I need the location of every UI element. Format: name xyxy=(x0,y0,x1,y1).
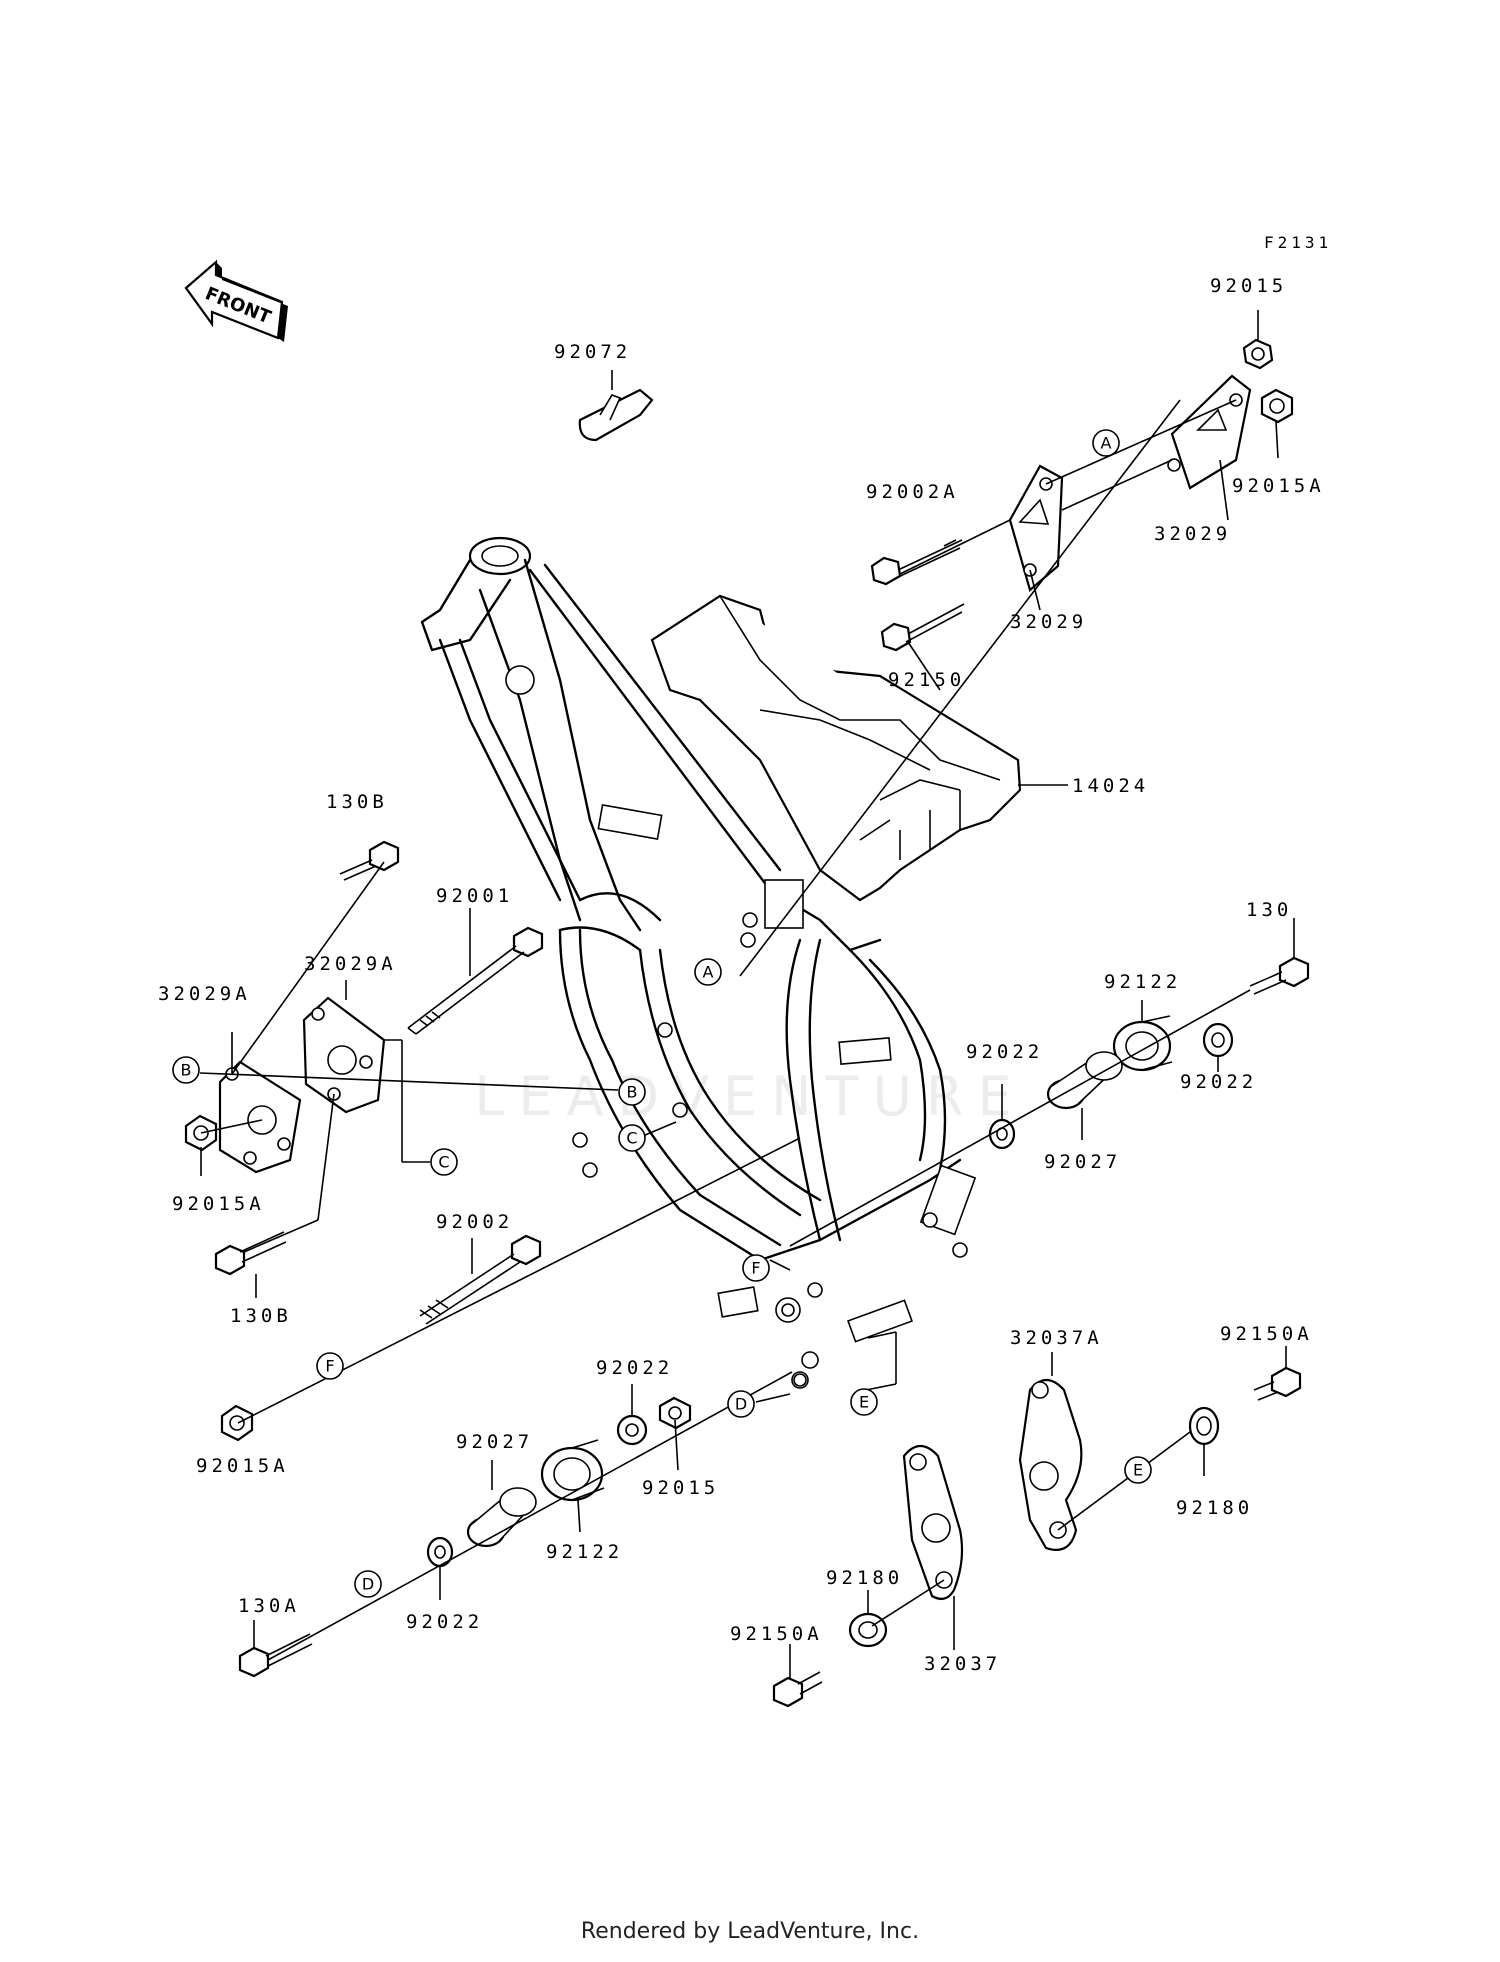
callout-B-frame: B xyxy=(618,1078,646,1106)
label-130B-top: 130B xyxy=(326,791,388,813)
part-92022-washer-right xyxy=(1202,1022,1234,1058)
svg-text:B: B xyxy=(181,1061,192,1080)
part-92150A-bolt-mid xyxy=(772,1671,823,1708)
label-92015-mid: 92015 xyxy=(642,1477,719,1499)
part-92015-nut xyxy=(1242,338,1274,370)
callout-E-frame: E xyxy=(850,1388,878,1416)
part-32029-plate-left xyxy=(1008,464,1064,592)
part-92122-collar-right xyxy=(1112,1015,1173,1072)
label-130A: 130A xyxy=(238,1595,300,1617)
part-92122-collar-mid xyxy=(540,1439,605,1502)
part-92150A-bolt-right xyxy=(1253,1366,1302,1401)
label-92001: 92001 xyxy=(436,885,513,907)
part-92015A-nut xyxy=(1260,388,1294,424)
callout-D-frame: D xyxy=(727,1390,755,1418)
label-92150A-right: 92150A xyxy=(1220,1323,1313,1345)
label-92027-right: 92027 xyxy=(1044,1151,1121,1173)
diagram-code: F2131 xyxy=(1264,233,1332,252)
callout-E-right: E xyxy=(1124,1456,1152,1484)
label-32029-left: 32029 xyxy=(1010,611,1087,633)
part-32029A-plate-right xyxy=(302,996,386,1114)
part-32037A-bracket xyxy=(1018,1378,1083,1551)
svg-text:B: B xyxy=(627,1083,638,1102)
callout-F-left: F xyxy=(316,1352,344,1380)
part-32037-bracket xyxy=(902,1444,964,1601)
svg-text:F: F xyxy=(325,1357,334,1376)
label-32029-right: 32029 xyxy=(1154,523,1231,545)
svg-text:A: A xyxy=(1101,434,1112,453)
label-32029A-left: 32029A xyxy=(158,983,251,1005)
part-130B-bolt-top xyxy=(339,840,400,881)
part-92002-bolt xyxy=(419,1234,542,1325)
part-92150-bolt xyxy=(880,603,965,652)
part-92022-washer-mid xyxy=(616,1414,648,1446)
label-92015A-left: 92015A xyxy=(172,1193,265,1215)
svg-text:E: E xyxy=(1133,1461,1143,1480)
label-92180-mid: 92180 xyxy=(826,1567,903,1589)
svg-text:C: C xyxy=(438,1153,449,1172)
part-92180-washer-right xyxy=(1188,1406,1220,1446)
label-92022-right-b: 92022 xyxy=(1180,1071,1257,1093)
label-92150: 92150 xyxy=(888,669,965,691)
label-92015-top: 92015 xyxy=(1210,275,1287,297)
part-92027-spacer-mid xyxy=(466,1487,537,1548)
label-32037: 32037 xyxy=(924,1653,1001,1675)
label-92022-bottom: 92022 xyxy=(406,1611,483,1633)
label-130: 130 xyxy=(1246,899,1292,921)
label-92002: 92002 xyxy=(436,1211,513,1233)
svg-text:F: F xyxy=(751,1259,760,1278)
part-130B-bolt-bottom xyxy=(214,1231,287,1276)
svg-text:D: D xyxy=(735,1395,747,1414)
label-92015A-top: 92015A xyxy=(1232,475,1325,497)
leader-lines xyxy=(199,399,1295,1678)
part-32029A-plate-left xyxy=(218,1060,302,1174)
label-92022-right-a: 92022 xyxy=(966,1041,1043,1063)
part-130-bolt xyxy=(1249,956,1310,995)
callout-F-frame: F xyxy=(742,1254,770,1282)
label-92027-mid: 92027 xyxy=(456,1431,533,1453)
callout-D-bottom: D xyxy=(354,1570,382,1598)
motorcycle-frame xyxy=(420,536,977,1389)
callout-A-frame: A xyxy=(694,958,722,986)
label-92015A-bottom: 92015A xyxy=(196,1455,289,1477)
label-130B-bottom: 130B xyxy=(230,1305,292,1327)
label-92122-mid: 92122 xyxy=(546,1541,623,1563)
callout-B-left: B xyxy=(172,1056,200,1084)
part-92022-washer-bottom xyxy=(426,1536,454,1568)
front-arrow-icon: FRONT xyxy=(184,259,288,342)
label-92122-right: 92122 xyxy=(1104,971,1181,993)
svg-text:E: E xyxy=(859,1393,869,1412)
label-32037A: 32037A xyxy=(1010,1327,1103,1349)
label-92072: 92072 xyxy=(554,341,631,363)
label-92022-mid: 92022 xyxy=(596,1357,673,1379)
callout-A-top: A xyxy=(1092,429,1120,457)
label-92002A: 92002A xyxy=(866,481,959,503)
label-92180-right: 92180 xyxy=(1176,1497,1253,1519)
part-92015-nut-mid xyxy=(658,1396,692,1430)
part-92002A-bolt xyxy=(870,539,963,586)
part-92027-spacer-right xyxy=(1046,1051,1123,1110)
svg-text:A: A xyxy=(703,963,714,982)
label-14024: 14024 xyxy=(1072,775,1149,797)
part-92072-clamp xyxy=(578,388,654,442)
part-92015A-nut-bottom xyxy=(220,1404,254,1442)
footer-credit: Rendered by LeadVenture, Inc. xyxy=(581,1919,919,1944)
label-32029A-right: 32029A xyxy=(304,953,397,975)
svg-text:C: C xyxy=(626,1129,637,1148)
callout-C-frame: C xyxy=(618,1124,646,1152)
part-32029-plate-right xyxy=(1167,374,1252,490)
svg-text:D: D xyxy=(362,1575,374,1594)
part-labels: 92072 92015 92015A 92002A 32029 32029 92… xyxy=(158,275,1325,1675)
callout-C-left: C xyxy=(430,1148,458,1176)
label-92150A-mid: 92150A xyxy=(730,1623,823,1645)
part-92001-bolt xyxy=(407,926,544,1035)
part-14024-guard xyxy=(650,594,1022,902)
part-92180-washer-mid xyxy=(848,1612,888,1648)
